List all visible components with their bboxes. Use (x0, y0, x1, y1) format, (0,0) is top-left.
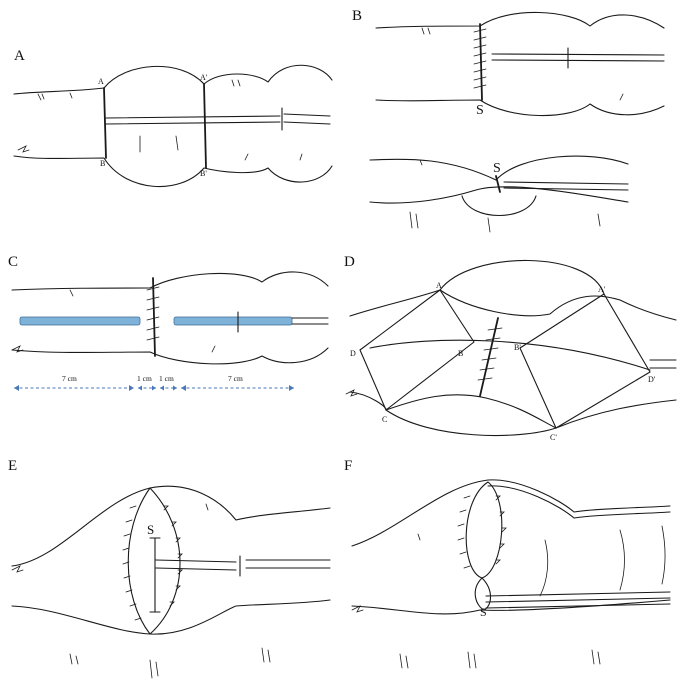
mucosa-lines (491, 47, 665, 69)
arrowheads (14, 385, 294, 391)
measure-bar (149, 537, 161, 613)
measure-label-1: 7 cm (62, 374, 77, 383)
cut-edge-left (103, 87, 107, 159)
bowel-contour-bottom (11, 347, 329, 365)
suture-line (152, 277, 156, 357)
panel-e: E S (8, 458, 331, 679)
mucosa-lines (155, 555, 331, 577)
mucosa-line (369, 339, 651, 371)
outer-arc-top (439, 259, 605, 295)
mark-d: D (350, 349, 356, 358)
mark-b: B (458, 349, 463, 358)
bowel-contour-top (349, 289, 677, 321)
anastomosis-knot (474, 577, 492, 611)
mark-c-prime: C' (550, 433, 557, 442)
anastomosis-left-edge (127, 487, 151, 635)
bowel-contour-bottom (13, 155, 333, 188)
mucosa-line-upper (105, 115, 281, 119)
bowel-contour-top (375, 11, 665, 29)
panel-c: C 7 cm 1 cm 1 cm 7 cm (8, 254, 329, 391)
measure-label-2: 1 cm (137, 374, 152, 383)
hatch-marks (69, 289, 216, 353)
suture-knot (495, 175, 501, 193)
panel-label-a: A (14, 48, 25, 64)
mucosa-lines (237, 311, 329, 333)
marker-strip-right (173, 316, 293, 326)
signature-mark-d (345, 389, 358, 397)
left-flap (359, 289, 475, 411)
hatch-marks (399, 533, 601, 669)
bowel-contour-bottom (11, 599, 331, 635)
right-tube (649, 359, 677, 369)
right-stitches (495, 495, 507, 565)
mark-a-prime: A' (598, 285, 606, 294)
hatch-marks (421, 27, 624, 101)
left-stitches (457, 495, 471, 569)
mark-c: C (382, 415, 387, 424)
cut-edge-right (203, 83, 207, 169)
bowel-contour-top (11, 485, 331, 567)
mark-a-prime: A' (200, 73, 208, 82)
suture-letter: S (480, 605, 487, 619)
signature-mark-a (17, 145, 30, 153)
panel-b: B S (352, 8, 665, 118)
mark-b: B (100, 159, 105, 168)
mark-b-prime: B' (514, 343, 521, 352)
left-stitches (122, 505, 142, 621)
bowel-contour-top-inner (487, 485, 671, 519)
panel-label-e: E (8, 458, 17, 474)
suture-letter: S (147, 522, 154, 537)
bowel-contour-top (369, 155, 629, 181)
mark-b-prime: B' (200, 169, 207, 178)
panel-d: D A A' B B' C C' D D' (344, 254, 677, 442)
suture-stitches (473, 28, 487, 89)
suture-stitches (477, 327, 503, 381)
right-flap (519, 293, 651, 429)
panel-b-lower: S (369, 155, 629, 233)
mark-d-prime: D' (648, 375, 656, 384)
suture-stitches (146, 286, 160, 341)
marker-strip-left (19, 316, 141, 326)
outer-arc-bottom (385, 409, 557, 436)
anastomosis-right-edge (149, 487, 181, 635)
panel-f: F S (344, 458, 671, 669)
panel-label-f: F (344, 458, 352, 474)
bowel-contour-top (11, 271, 329, 291)
measurement-row: 7 cm 1 cm 1 cm 7 cm (14, 374, 294, 391)
panel-label-c: C (8, 254, 18, 270)
bowel-contour-bottom (375, 99, 665, 117)
mucosa-lines (503, 181, 629, 191)
mucosa-line-lower (105, 121, 281, 125)
suture-letter-bottom: S (493, 161, 501, 176)
bowel-contour-top (13, 64, 333, 95)
side-curves (539, 525, 666, 597)
mark-a: A (436, 281, 442, 290)
hatch-marks (37, 79, 303, 161)
bowel-contour-top (351, 479, 671, 547)
mucosa-line-end (281, 107, 331, 131)
everted-flap (461, 195, 537, 216)
panel-label-d: D (344, 254, 355, 270)
bowel-contour-bottom (349, 391, 677, 429)
mucosa-lines (485, 591, 671, 609)
suture-letter-top: S (476, 103, 484, 118)
signature-mark-f (351, 605, 364, 613)
signature-mark-e (11, 565, 24, 573)
measure-label-3: 1 cm (159, 374, 174, 383)
hatch-marks (69, 503, 271, 679)
suture-line (479, 317, 499, 397)
panel-a: A A A' B B' (13, 48, 333, 188)
measure-label-4: 7 cm (228, 374, 243, 383)
panel-label-b: B (352, 8, 362, 24)
signature-mark-c (11, 345, 24, 353)
right-stitches (163, 505, 183, 607)
bowel-contour-bottom (369, 186, 629, 204)
hatch-marks (409, 159, 601, 233)
mark-a: A (98, 77, 104, 86)
